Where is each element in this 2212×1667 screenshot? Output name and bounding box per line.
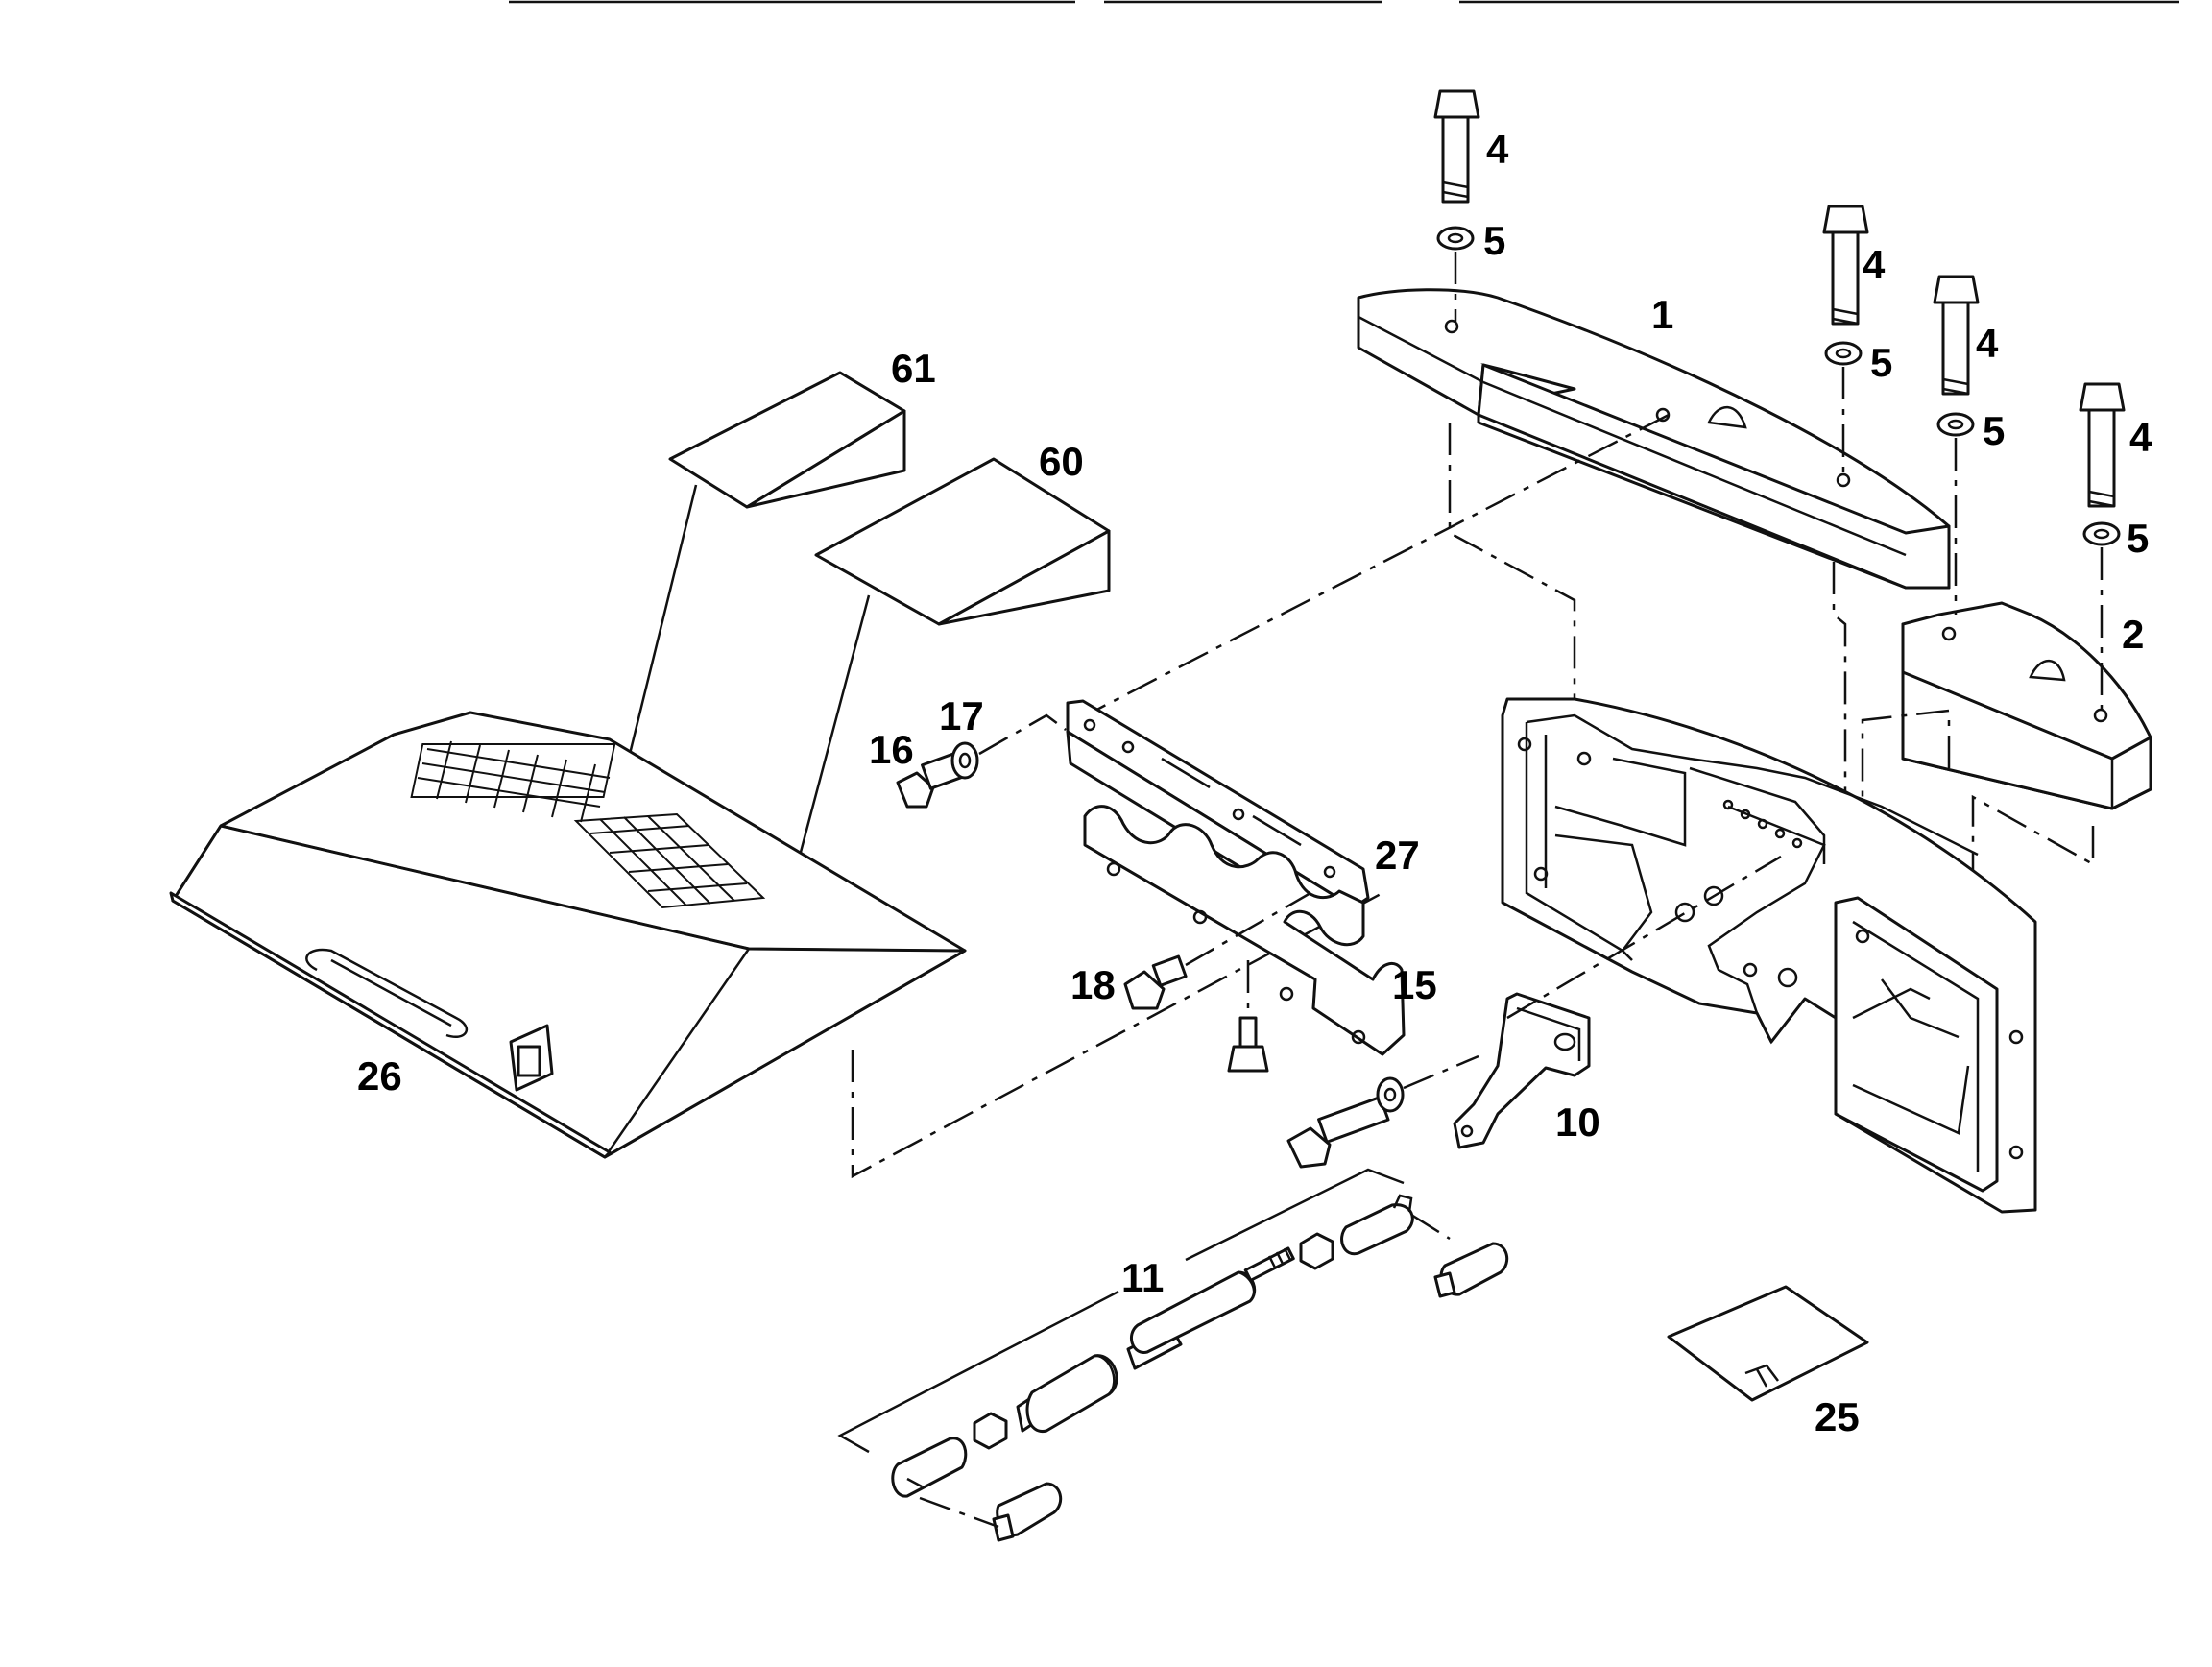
assembly-line-18 [1185,891,1311,967]
main-counterweight-frame [1501,697,2037,1214]
hood-grille-lower [573,812,766,909]
part-25-decal-sheet [1667,1285,1869,1402]
washer-part-10 [1376,1076,1405,1113]
callout-5c: 5 [1983,408,2005,453]
callout-25: 25 [1815,1394,1860,1439]
strut-bracket-line-lower [837,1290,1119,1454]
strut-clevis-right [1340,1194,1414,1256]
hood-handle [305,948,469,1038]
callout-5a: 5 [1483,218,1505,263]
part-2-side-counterweight [1901,601,2152,810]
callout-61: 61 [891,346,936,391]
bolt-part-10 [1286,1096,1390,1169]
part-1-upper-counterweight [1357,288,1951,590]
callout-15: 15 [1392,962,1437,1007]
callout-5b: 5 [1870,340,1892,385]
bolt-4a [1433,89,1480,119]
assembly-line-hood [851,891,1383,1179]
washer-5b [1824,341,1863,366]
assembly-line-16-17 [978,713,1067,756]
strut-nut-right [1299,1232,1334,1270]
strut-pin-right [1433,1242,1509,1298]
strut-bracket-line-upper [1185,1168,1405,1262]
strut-clevis-left [891,1437,968,1498]
part-60-wedge-pad [814,457,1111,626]
callout-17: 17 [939,693,984,738]
bolt-4c [1933,275,1980,304]
bolt-4d [2079,382,2126,412]
hood-latch [509,1024,554,1092]
callout-18: 18 [1070,962,1116,1007]
part-10-mounting-bracket [1453,992,1591,1149]
assembly-line-bolt-10 [1403,1054,1479,1090]
strut-cylinder [1016,1246,1295,1433]
callout-4b: 4 [1863,242,1886,287]
small-bolt-under-bracket [1227,1016,1269,1073]
callout-60: 60 [1039,439,1084,484]
washer-5c [1936,412,1975,437]
washer-5a [1436,226,1475,251]
assembly-line-10 [1506,855,1782,1020]
part-11-gas-strut [837,1168,1509,1542]
bolt-set-a [1433,89,1480,251]
bolt-set-b [1822,205,1869,366]
callout-2: 2 [2122,612,2144,657]
bolt-4b [1822,205,1869,234]
callout-10: 10 [1555,1099,1600,1145]
callout-16: 16 [869,727,914,772]
callout-4a: 4 [1486,127,1509,172]
callout-27: 27 [1375,833,1420,878]
strut-nut-left [973,1412,1008,1450]
washer-17 [950,741,979,780]
bolt-18 [1123,954,1188,1010]
callout-1: 1 [1651,292,1673,337]
assembly-line-pin-left [919,1496,999,1529]
assembly-line-pin-right [1410,1213,1451,1241]
washer-5d [2082,521,2121,546]
hood-grille-upper [410,743,616,798]
callout-5d: 5 [2127,516,2149,561]
callout-26: 26 [357,1053,402,1099]
callout-4d: 4 [2129,415,2152,460]
callout-11: 11 [1121,1255,1164,1300]
leader-60-to-hood [785,594,871,904]
part-26-hood-cover [169,711,967,1159]
callout-4c: 4 [1976,321,1999,366]
callout-labels: 1 2 4 4 4 4 5 5 5 5 10 11 15 16 17 18 25… [357,127,2152,1439]
part-61-wedge-pad [668,371,906,509]
bolt-set-d [2079,382,2126,546]
strut-pin-left [992,1482,1063,1542]
bolt-set-c [1933,275,1980,437]
assembly-lines-vertical [1079,252,2104,922]
hood-grille-upper-lines [417,740,611,823]
